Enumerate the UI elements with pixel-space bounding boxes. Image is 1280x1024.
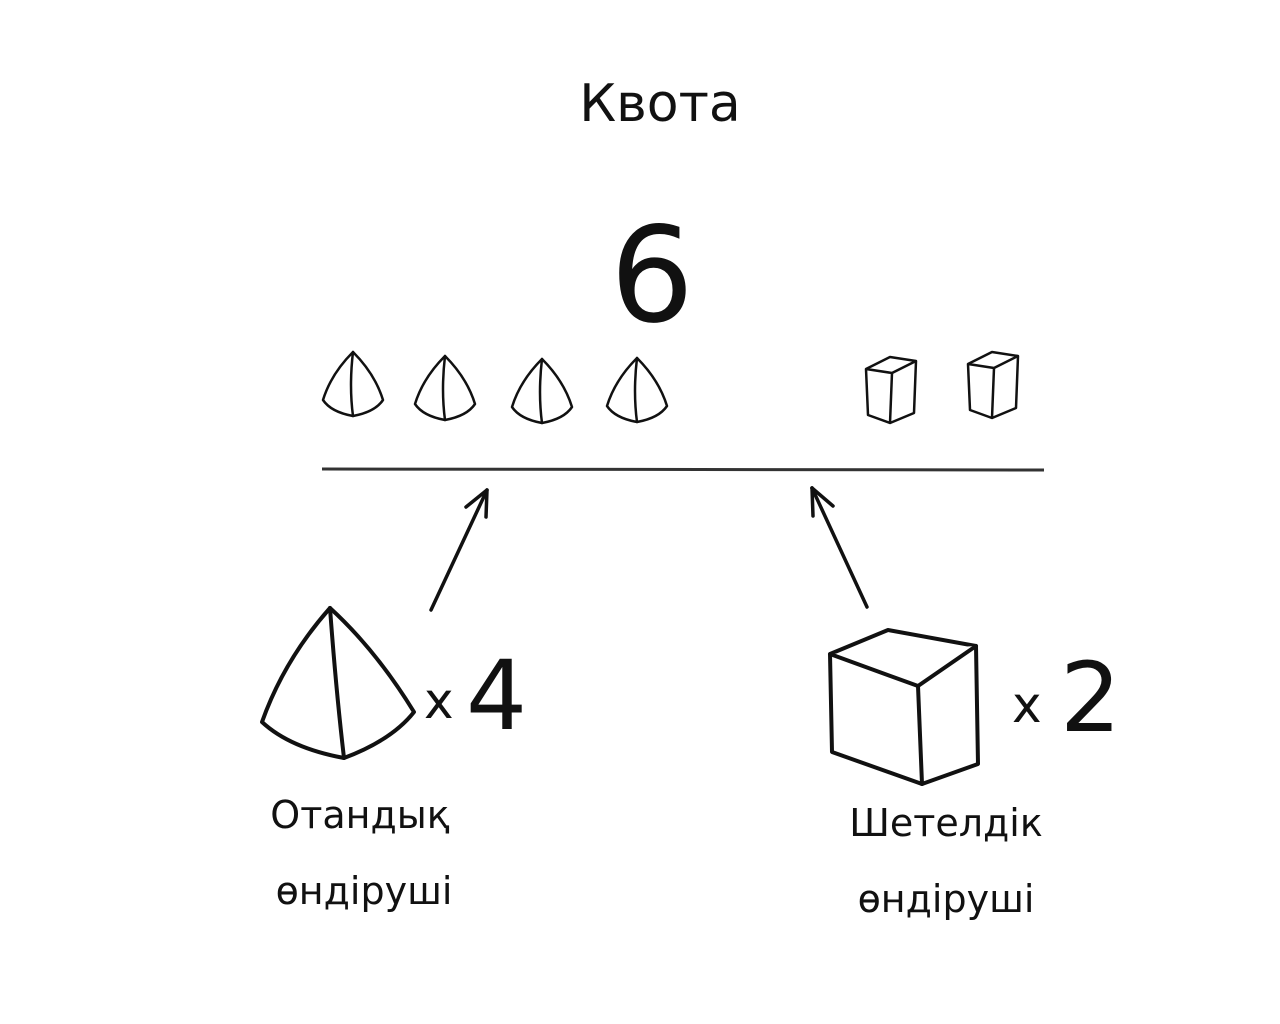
small-pyramid-icon — [605, 356, 669, 424]
small-cube-icon — [966, 350, 1020, 420]
diagram-title: Квота — [579, 74, 741, 134]
small-pyramid-icon — [413, 354, 477, 422]
domestic-label-line1: Отандық — [270, 793, 450, 837]
small-cube-icon — [864, 355, 918, 425]
pyramid-icon — [260, 606, 416, 760]
domestic-count: 4 — [466, 640, 528, 752]
cube-icon — [828, 628, 980, 786]
domestic-label-line2: өндіруші — [275, 869, 453, 913]
foreign-multiplier-sign: x — [1012, 676, 1042, 734]
foreign-label-line2: өндіруші — [857, 877, 1035, 921]
total-quota-value: 6 — [610, 199, 694, 353]
foreign-count: 2 — [1060, 642, 1122, 754]
arrow-up-right-icon — [429, 488, 489, 612]
baseline — [321, 467, 1045, 472]
foreign-label-line1: Шетелдік — [849, 801, 1043, 845]
domestic-multiplier-sign: x — [424, 672, 454, 730]
arrow-up-left-icon — [810, 486, 869, 609]
small-pyramid-icon — [510, 357, 574, 425]
small-pyramid-icon — [321, 350, 385, 418]
